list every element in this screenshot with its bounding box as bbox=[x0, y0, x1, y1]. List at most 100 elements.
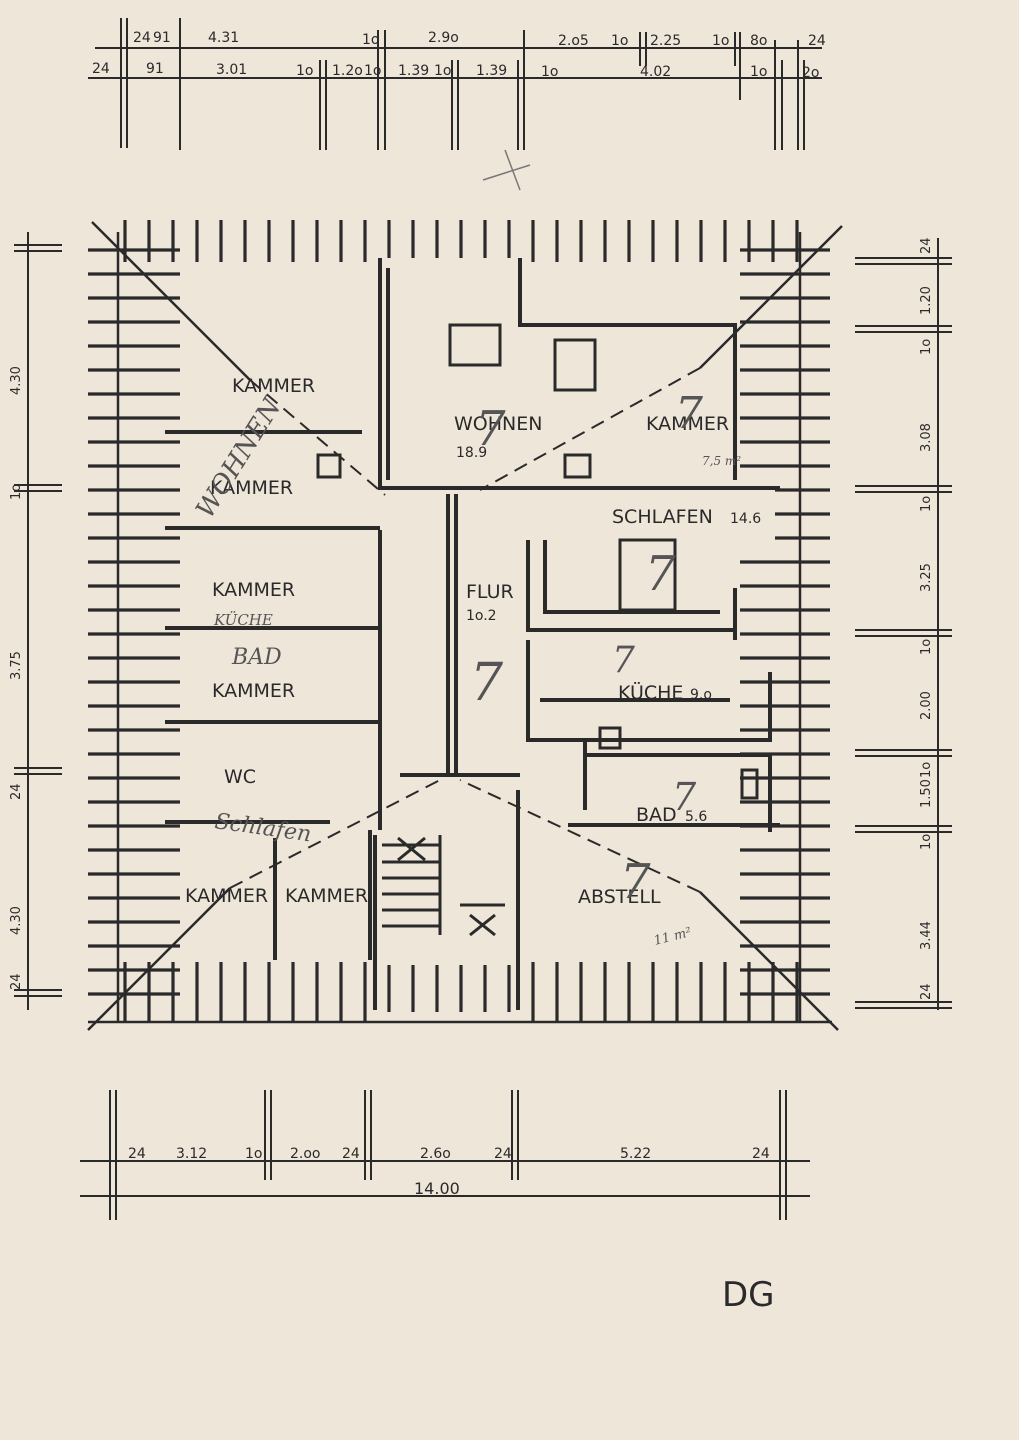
room-kueche: KÜCHE bbox=[618, 681, 683, 704]
dim-bottom-6: 2.6o bbox=[420, 1146, 451, 1162]
room-schlafen-area: 14.6 bbox=[730, 511, 761, 527]
dim-right-6: 3.25 bbox=[919, 563, 934, 592]
bottom-dimension-text: 24 3.12 1o 2.oo 24 2.6o 24 5.22 24 14.00 bbox=[128, 1146, 770, 1198]
dim-right-9: 1o bbox=[919, 762, 934, 778]
staircase bbox=[382, 835, 505, 937]
dim-top2-6: 1o bbox=[364, 63, 381, 79]
dim-right-7: 1o bbox=[919, 639, 934, 655]
dim-bottom-1: 24 bbox=[128, 1146, 146, 1162]
pencil-mark-bad: 7 bbox=[672, 775, 697, 819]
dim-top2-1: 24 bbox=[92, 61, 110, 77]
dim-top2-4: 1o bbox=[296, 63, 313, 79]
dim-right-5: 1o bbox=[919, 496, 934, 512]
left-dimension-text: 4.30 1o 3.75 24 4.30 24 bbox=[9, 366, 24, 990]
dim-top-7: 1o bbox=[611, 33, 628, 49]
room-labels: KAMMER KAMMER KAMMER KAMMER KAMMER KAMME… bbox=[185, 375, 761, 908]
dim-top2-5: 1.2o bbox=[332, 63, 363, 79]
dim-right-12: 3.44 bbox=[919, 921, 934, 950]
pencil-wohnen: WOHNEN bbox=[190, 392, 288, 524]
dim-top2-11: 4.02 bbox=[640, 64, 671, 80]
dim-top2-13: 2o bbox=[802, 65, 819, 81]
pencil-area-note: 7,5 m² bbox=[702, 454, 741, 468]
pencil-kueche: KÜCHE bbox=[213, 611, 273, 629]
pencil-mark-flur: 7 bbox=[470, 653, 504, 713]
room-kammer-4: KAMMER bbox=[212, 680, 295, 702]
dim-right-10: 1.50 bbox=[919, 779, 934, 808]
room-bad-area: 5.6 bbox=[685, 809, 707, 825]
room-kammer-2: KAMMER bbox=[210, 477, 293, 499]
interior-walls bbox=[165, 258, 780, 1010]
dim-top-5: 2.9o bbox=[428, 30, 459, 46]
dim-right-8: 2.00 bbox=[919, 691, 934, 720]
pencil-bad: BAD bbox=[231, 645, 282, 670]
pencil-abstell-note: 11 m² bbox=[652, 925, 693, 949]
dim-top2-9: 1.39 bbox=[476, 63, 507, 79]
pencil-mark-abstell: 7 bbox=[620, 854, 651, 910]
room-kammer-6: KAMMER bbox=[285, 885, 368, 907]
dim-top-3: 4.31 bbox=[208, 30, 239, 46]
dim-right-1: 24 bbox=[919, 237, 934, 254]
dim-top-6: 2.o5 bbox=[558, 33, 589, 49]
dim-top-4: 1o bbox=[362, 32, 379, 48]
dim-top2-3: 3.01 bbox=[216, 62, 247, 78]
room-schlafen: SCHLAFEN bbox=[612, 506, 713, 528]
room-kammer-7: KAMMER bbox=[646, 413, 729, 435]
dim-left-4: 24 bbox=[9, 783, 24, 800]
dim-right-11: 1o bbox=[919, 834, 934, 850]
dim-bottom-3: 1o bbox=[245, 1146, 262, 1162]
top-dimension-lines bbox=[88, 18, 822, 150]
top-dimension-text-row-2: 24 91 3.01 1o 1.2o 1o 1.39 1o 1.39 1o 4.… bbox=[92, 61, 819, 81]
room-kammer-3: KAMMER bbox=[212, 579, 295, 601]
bottom-dimension-lines bbox=[80, 1090, 810, 1220]
room-kueche-area: 9.o bbox=[690, 687, 712, 703]
dim-left-2: 1o bbox=[9, 484, 24, 500]
dim-bottom-7: 24 bbox=[494, 1146, 512, 1162]
dim-bottom-total: 14.00 bbox=[414, 1179, 460, 1198]
dim-top2-12: 1o bbox=[750, 64, 767, 80]
dim-left-5: 4.30 bbox=[9, 906, 24, 935]
dim-top-8: 2.25 bbox=[650, 33, 681, 49]
windows bbox=[316, 323, 759, 800]
left-dimension-lines bbox=[14, 232, 62, 1010]
dim-top2-2: 91 bbox=[146, 61, 164, 77]
dim-bottom-9: 24 bbox=[752, 1146, 770, 1162]
room-abstell: ABSTELL bbox=[578, 886, 661, 908]
room-bad: BAD bbox=[636, 804, 677, 826]
pencil-mark-kammer: 7 bbox=[675, 388, 703, 439]
dim-left-1: 4.30 bbox=[9, 366, 24, 395]
room-kammer-5: KAMMER bbox=[185, 885, 268, 907]
room-wc: WC bbox=[224, 766, 256, 788]
room-wohnen: WOHNEN bbox=[454, 413, 542, 435]
room-flur-area: 1o.2 bbox=[466, 608, 497, 624]
dim-bottom-5: 24 bbox=[342, 1146, 360, 1162]
dim-top-10: 8o bbox=[750, 33, 767, 49]
dim-right-3: 1o bbox=[919, 339, 934, 355]
pencil-mark-schlafen: 7 bbox=[645, 546, 676, 602]
sheet-title: DG bbox=[722, 1275, 775, 1315]
dim-left-6: 24 bbox=[9, 973, 24, 990]
right-dimension-text: 24 1.20 1o 3.08 1o 3.25 1o 2.00 1o 1.50 … bbox=[919, 237, 934, 1000]
pencil-schlafen: Schlafen bbox=[213, 809, 313, 847]
dim-bottom-2: 3.12 bbox=[176, 1146, 207, 1162]
dim-right-2: 1.20 bbox=[919, 286, 934, 315]
room-flur: FLUR bbox=[466, 581, 514, 603]
dim-top-2: 91 bbox=[153, 30, 171, 46]
dim-right-4: 3.08 bbox=[919, 423, 934, 452]
dim-right-13: 24 bbox=[919, 983, 934, 1000]
roof-outline bbox=[87, 221, 843, 1031]
dim-left-3: 3.75 bbox=[9, 651, 24, 680]
pencil-mark-kueche: 7 bbox=[612, 640, 635, 681]
dim-top2-10: 1o bbox=[541, 64, 558, 80]
dim-top2-8: 1o bbox=[434, 63, 451, 79]
pencil-cross-mark bbox=[482, 149, 531, 191]
dim-top-11: 24 bbox=[808, 33, 826, 49]
dim-top-9: 1o bbox=[712, 33, 729, 49]
dim-top-1: 24 bbox=[133, 30, 151, 46]
dim-bottom-4: 2.oo bbox=[290, 1146, 321, 1162]
right-dimension-lines bbox=[855, 238, 952, 1010]
hip-lines-dashed bbox=[229, 367, 701, 893]
dim-bottom-8: 5.22 bbox=[620, 1146, 651, 1162]
room-wohnen-area: 18.9 bbox=[456, 445, 487, 461]
